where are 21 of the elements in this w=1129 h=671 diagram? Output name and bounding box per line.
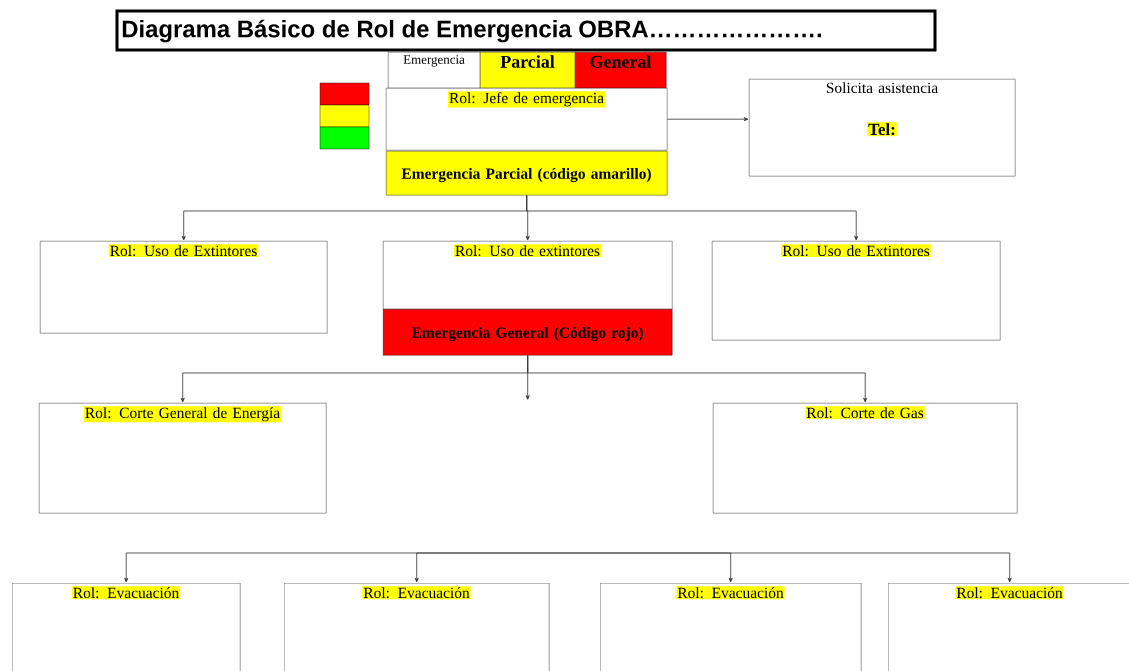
status-band: Emergencia General (Código rojo) (383, 309, 673, 356)
status-band: Emergencia Parcial (código amarillo) (386, 151, 668, 196)
arrow (556, 552, 1012, 583)
role-box: Rol: Uso de Extintores (40, 241, 328, 334)
level-cell: General (575, 52, 667, 89)
role-box: Rol: Corte General de Energía (39, 403, 327, 514)
arrow (414, 552, 558, 583)
contact-box: Solicita asistencia Tel: (749, 79, 1016, 177)
arrow (527, 355, 868, 403)
role-box: Rol: Evacuación (284, 583, 550, 671)
role-box: Rol: Uso de Extintores (712, 241, 1001, 341)
role-box: Rol: Evacuación (888, 583, 1129, 671)
arrow (667, 117, 749, 122)
role-box: Rol: Corte de Gas (713, 403, 1018, 514)
role-box: Rol: Evacuación (12, 583, 241, 671)
title-box: Diagrama Básico de Rol de Emergencia OBRA…………………. (115, 9, 937, 52)
role-box: Rol: Uso de extintores (383, 241, 673, 310)
level-cell: Parcial (480, 52, 576, 89)
role-box: Rol: Evacuación (600, 583, 862, 671)
level-cell: Emergencia (388, 52, 481, 89)
arrow (526, 195, 859, 241)
